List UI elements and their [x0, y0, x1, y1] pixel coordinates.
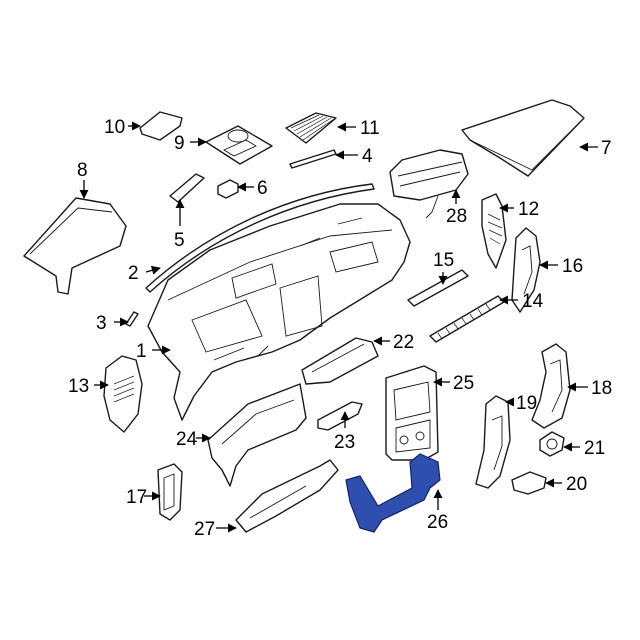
part-switch [539, 431, 565, 457]
part-vent-strip [169, 173, 205, 203]
callout-7: 7 [601, 138, 612, 159]
callout-19: 19 [516, 393, 537, 414]
callout-13: 13 [68, 376, 89, 397]
callout-21: 21 [584, 438, 605, 459]
callout-18: 18 [591, 378, 612, 399]
leader-2 [145, 265, 161, 275]
callout-3: 3 [96, 313, 107, 334]
callout-11: 11 [360, 118, 380, 139]
part-speaker-grille [285, 112, 337, 144]
callout-20: 20 [566, 474, 587, 495]
part-clip [217, 179, 239, 199]
callout-5: 5 [174, 230, 185, 251]
callout-4: 4 [362, 146, 373, 167]
part-small-vent [157, 463, 183, 521]
part-small-cover [139, 111, 183, 141]
part-handle [317, 401, 363, 431]
part-molding [429, 295, 505, 343]
callout-16: 16 [562, 256, 583, 277]
part-top-pad [461, 99, 585, 177]
callout-1: 1 [136, 341, 147, 362]
part-instrument-panel [147, 203, 411, 421]
part-radio-bezel [385, 365, 439, 461]
callout-22: 22 [393, 332, 414, 353]
part-right-side-trim [481, 193, 507, 269]
callout-12: 12 [518, 199, 539, 220]
part-left-vent [103, 355, 143, 433]
part-airbag [389, 149, 469, 219]
callout-28: 28 [446, 206, 467, 227]
part-center-bezel [205, 125, 273, 165]
callout-24: 24 [176, 429, 198, 450]
part-end-strip [125, 311, 139, 327]
part-highlighted-console-panel [345, 453, 441, 533]
callout-2: 2 [128, 263, 139, 284]
part-knee-bolster [207, 383, 307, 487]
callout-27: 27 [194, 519, 215, 540]
callout-23: 23 [334, 432, 355, 453]
part-bracket [511, 471, 547, 495]
part-lower-strip [407, 269, 469, 307]
part-lower-trim-panel [301, 337, 379, 385]
part-lower-trim [235, 459, 339, 533]
callout-17: 17 [126, 487, 147, 508]
callout-25: 25 [453, 373, 474, 394]
callout-10: 10 [104, 117, 125, 138]
part-vent-bezel-right [531, 343, 571, 429]
callout-9: 9 [174, 133, 185, 154]
part-vent-bezel [475, 395, 511, 489]
callout-6: 6 [257, 178, 268, 199]
callout-8: 8 [77, 160, 88, 181]
callout-15: 15 [433, 250, 454, 271]
callout-26: 26 [427, 512, 448, 533]
callout-14: 14 [522, 291, 544, 312]
part-side-vent-right [511, 227, 541, 313]
part-trim-strip [289, 149, 337, 169]
part-side-cover [23, 197, 127, 295]
part-windshield-strip [145, 183, 375, 293]
